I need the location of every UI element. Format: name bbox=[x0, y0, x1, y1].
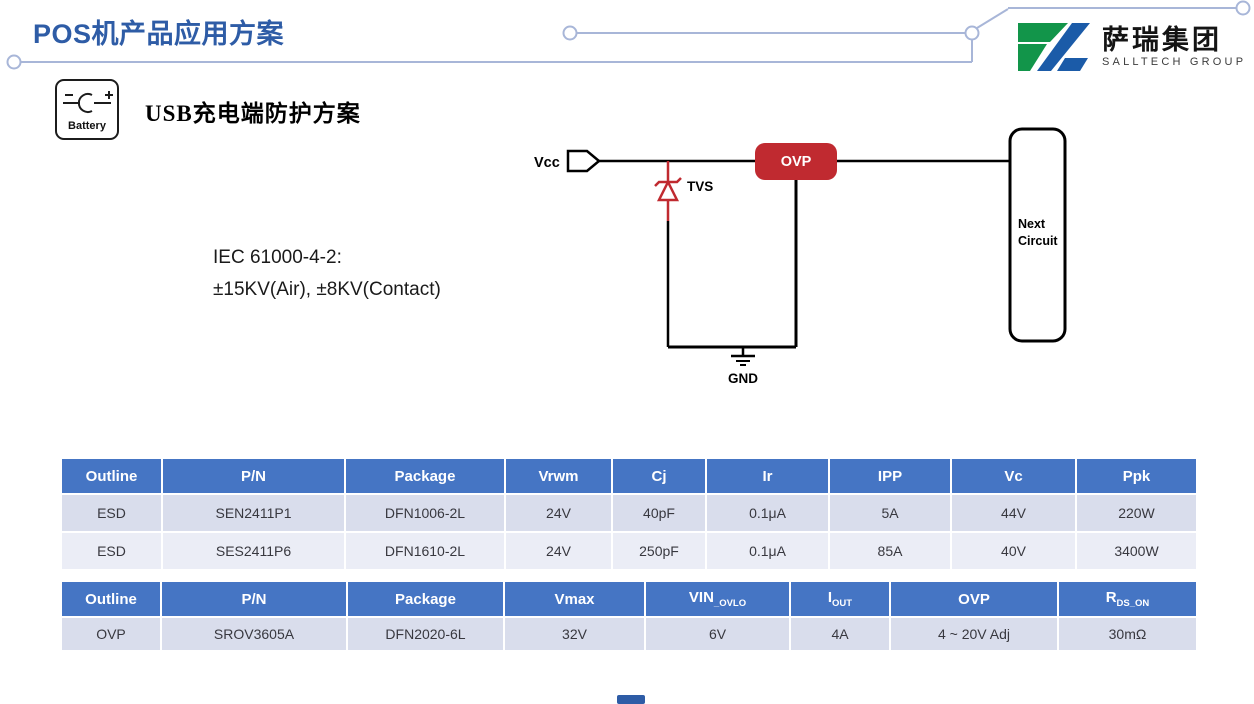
vcc-connector-icon bbox=[566, 149, 601, 173]
battery-icon-label: Battery bbox=[68, 120, 106, 132]
page-title: POS机产品应用方案 bbox=[33, 19, 285, 49]
table-header-cell: VIN_OVLO bbox=[644, 580, 791, 618]
table-cell: ESD bbox=[60, 493, 163, 533]
gnd-symbol-icon bbox=[731, 347, 755, 366]
table-cell: DFN1006-2L bbox=[344, 493, 506, 533]
circuit-diagram: Vcc TVS OVP GND Next Circuit bbox=[534, 127, 1067, 386]
tvs-diode-icon bbox=[654, 161, 682, 221]
table-cell: 0.1μA bbox=[705, 493, 830, 533]
table-header-cell: RDS_ON bbox=[1057, 580, 1198, 618]
company-logo: 萨瑞集团 SALLTECH GROUP bbox=[1016, 22, 1246, 72]
battery-icon: Battery bbox=[55, 79, 119, 140]
table-cell: 250pF bbox=[611, 531, 707, 571]
logo-name-cn: 萨瑞集团 bbox=[1102, 25, 1222, 55]
table-header-cell: Outline bbox=[60, 457, 163, 495]
table-header-cell: Vrwm bbox=[504, 457, 613, 495]
ovp-label: OVP bbox=[781, 154, 812, 170]
table-header-cell: Package bbox=[344, 457, 506, 495]
table-cell: SES2411P6 bbox=[161, 531, 346, 571]
table-cell: 5A bbox=[828, 493, 952, 533]
table-cell: 3400W bbox=[1075, 531, 1198, 571]
table-cell: 24V bbox=[504, 531, 613, 571]
iec-standard-note: IEC 61000-4-2: ±15KV(Air), ±8KV(Contact) bbox=[213, 242, 441, 306]
table-cell: SROV3605A bbox=[160, 616, 348, 652]
table-header-cell: Cj bbox=[611, 457, 707, 495]
table-cell: 4 ~ 20V Adj bbox=[889, 616, 1059, 652]
table-cell: 30mΩ bbox=[1057, 616, 1198, 652]
table-header-cell: Package bbox=[346, 580, 505, 618]
table-cell: 4A bbox=[789, 616, 891, 652]
table-header-cell: P/N bbox=[161, 457, 346, 495]
table-cell: SEN2411P1 bbox=[161, 493, 346, 533]
table-cell: 40V bbox=[950, 531, 1077, 571]
ovp-block bbox=[755, 143, 837, 180]
decorative-lines bbox=[6, 0, 1251, 70]
vcc-label: Vcc bbox=[534, 155, 560, 171]
table-header-cell: Ppk bbox=[1075, 457, 1198, 495]
iec-line2: ±15KV(Air), ±8KV(Contact) bbox=[213, 279, 441, 300]
next-circuit-block bbox=[1008, 127, 1067, 343]
table-cell: 85A bbox=[828, 531, 952, 571]
table-cell: OVP bbox=[60, 616, 162, 652]
next-circuit-label-line2: Circuit bbox=[1018, 234, 1058, 248]
table-cell: 6V bbox=[644, 616, 791, 652]
table-cell: 220W bbox=[1075, 493, 1198, 533]
table-cell: ESD bbox=[60, 531, 163, 571]
table-header-cell: IPP bbox=[828, 457, 952, 495]
table-header-cell: Outline bbox=[60, 580, 162, 618]
table-header-cell: IOUT bbox=[789, 580, 891, 618]
table-cell: 44V bbox=[950, 493, 1077, 533]
table-header-cell: OVP bbox=[889, 580, 1059, 618]
table-cell: 0.1μA bbox=[705, 531, 830, 571]
next-circuit-label-line1: Next bbox=[1018, 217, 1046, 231]
logo-name-en: SALLTECH GROUP bbox=[1102, 56, 1247, 68]
table-header-cell: P/N bbox=[160, 580, 348, 618]
logo-text: 萨瑞集团 SALLTECH GROUP bbox=[1102, 25, 1246, 69]
table-cell: 40pF bbox=[611, 493, 707, 533]
table-cell: DFN1610-2L bbox=[344, 531, 506, 571]
section-heading: USB充电端防护方案 bbox=[145, 101, 361, 126]
logo-sz-icon bbox=[1018, 23, 1090, 71]
tvs-label: TVS bbox=[687, 179, 713, 194]
table-header-cell: Ir bbox=[705, 457, 830, 495]
table-header-cell: Vc bbox=[950, 457, 1077, 495]
iec-line1: IEC 61000-4-2: bbox=[213, 247, 342, 268]
gnd-label: GND bbox=[728, 371, 758, 386]
table-cell: 32V bbox=[503, 616, 646, 652]
table-cell: DFN2020-6L bbox=[346, 616, 505, 652]
table-cell: 24V bbox=[504, 493, 613, 533]
table-header-cell: Vmax bbox=[503, 580, 646, 618]
footer-page-mark bbox=[617, 695, 645, 704]
